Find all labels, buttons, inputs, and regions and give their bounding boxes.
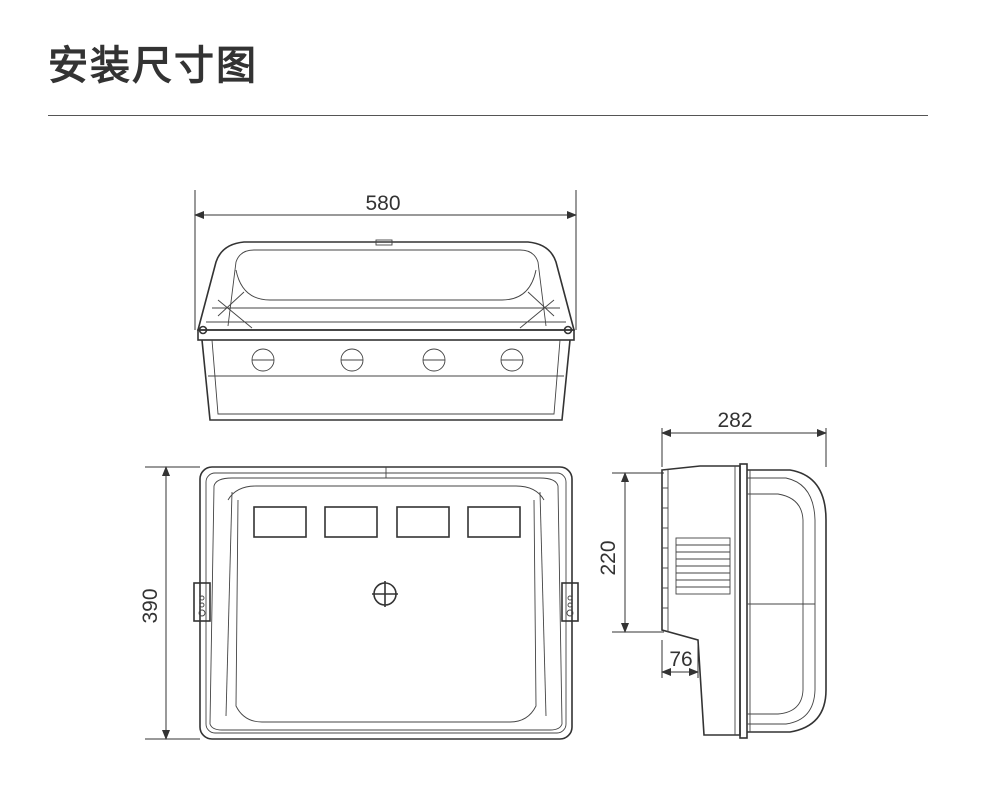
side-bracket-left [193, 582, 211, 622]
knockout-holes-top [251, 348, 524, 372]
page-title: 安装尺寸图 [48, 43, 258, 89]
side-height-dimension-label: 220 [597, 540, 620, 575]
top-view: 580 [194, 190, 577, 421]
width-dimension-label: 580 [365, 192, 400, 215]
vent-grille [675, 537, 731, 595]
side-bracket-right [561, 582, 579, 622]
step-dimension-label: 76 [669, 648, 692, 671]
front-view: 390 [139, 466, 579, 740]
title-divider [48, 115, 928, 116]
meter-windows [253, 506, 521, 538]
height-dimension-label: 390 [139, 588, 162, 623]
side-teeth [662, 487, 668, 609]
side-view: 282 220 76 [597, 409, 827, 739]
depth-dimension-label: 282 [717, 409, 752, 432]
